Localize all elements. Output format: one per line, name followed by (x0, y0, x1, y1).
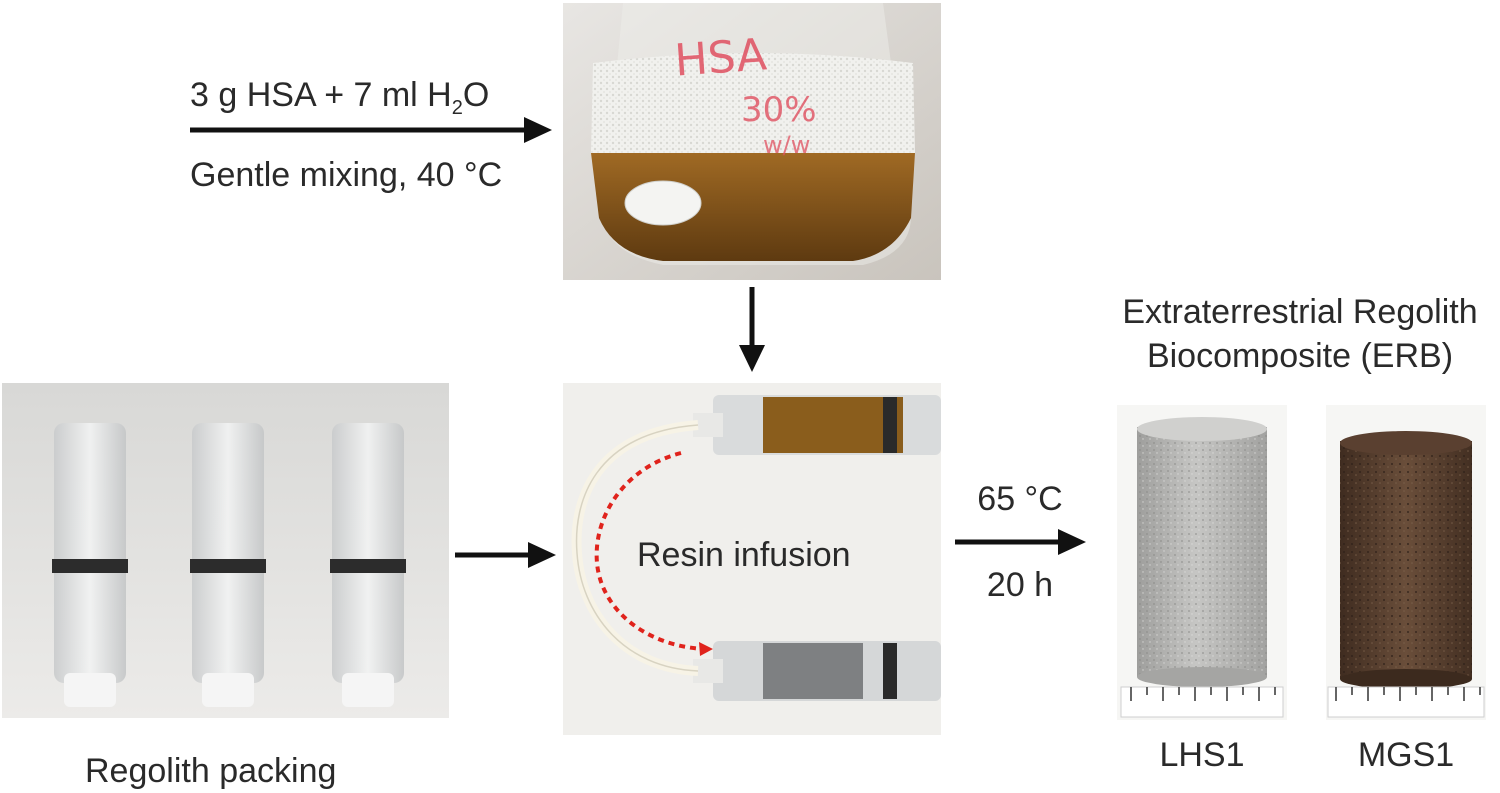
flask-handwriting-3: w/w (763, 131, 810, 159)
arrow-to-flask (190, 117, 552, 143)
lhs1-sample-photo (1117, 405, 1287, 720)
sample-label-mgs1: MGS1 (1357, 736, 1455, 774)
product-title: Extraterrestrial Regolith Biocomposite (… (1100, 290, 1500, 378)
flask-photo: HSA 30% w/w (563, 3, 941, 280)
arrow-infusion-to-product (955, 529, 1086, 555)
resin-infusion-label: Resin infusion (637, 536, 851, 574)
reagent-text: 3 g HSA + 7 ml H (190, 76, 452, 114)
reagent-label: 3 g HSA + 7 ml H2O (190, 76, 489, 120)
flask-handwriting-1: HSA (673, 29, 768, 86)
product-title-line1: Extraterrestrial Regolith (1122, 293, 1478, 331)
flask-handwriting-2: 30% (741, 90, 817, 130)
mixing-condition-label: Gentle mixing, 40 °C (190, 156, 503, 194)
regolith-packing-label: Regolith packing (85, 752, 337, 790)
arrow-packing-to-infusion (455, 542, 556, 568)
syringe-1 (52, 423, 128, 707)
resin-infusion-photo (563, 383, 941, 735)
mgs1-sample-photo (1326, 405, 1486, 720)
flow-path (594, 451, 704, 651)
flow-arrowhead (699, 642, 713, 656)
product-title-line2: Biocomposite (ERB) (1146, 337, 1454, 375)
syringe-3 (330, 423, 406, 707)
cure-temperature-label: 65 °C (977, 480, 1063, 518)
cure-time-label: 20 h (986, 566, 1054, 604)
syringe-2 (190, 423, 266, 707)
regolith-packing-photo (2, 383, 449, 718)
reagent-tail: O (462, 76, 490, 114)
arrow-flask-to-infusion (739, 287, 765, 372)
sample-label-lhs1: LHS1 (1159, 736, 1245, 774)
reagent-subscript: 2 (451, 96, 463, 119)
